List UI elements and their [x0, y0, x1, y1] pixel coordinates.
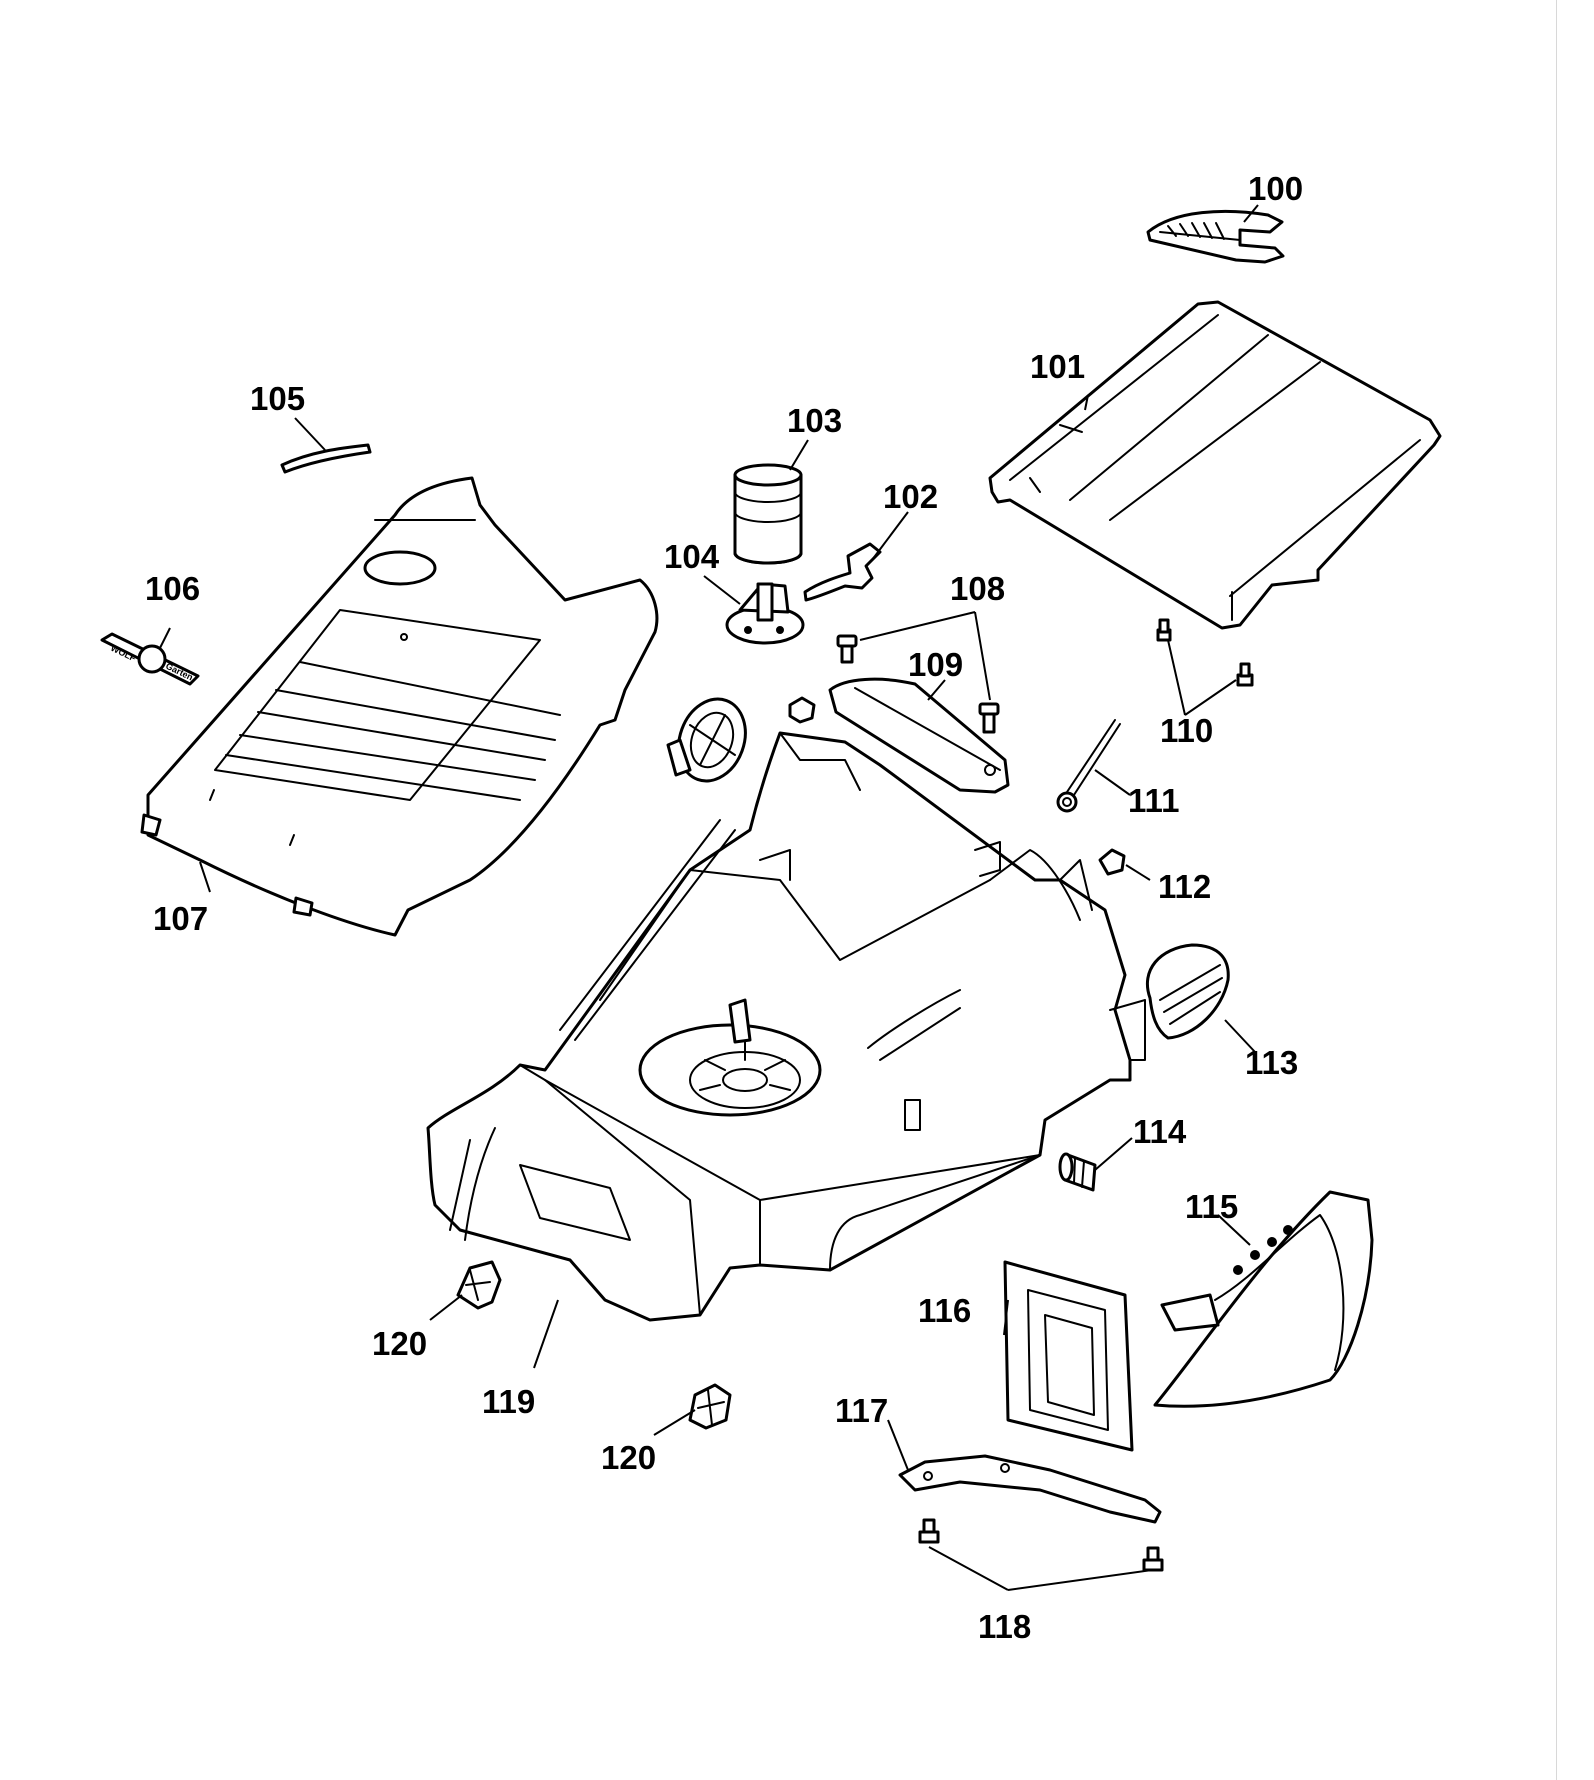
part-102-lever: [803, 542, 882, 602]
label-part-118: 118: [978, 1608, 1031, 1645]
label-part-112: 112: [1158, 868, 1211, 905]
label-part-117: 117: [835, 1392, 888, 1429]
part-115-deflector: [1153, 1190, 1374, 1408]
part-110-screw-a: [1156, 618, 1172, 642]
label-part-103: 103: [787, 402, 842, 439]
label-part-114: 114: [1133, 1113, 1187, 1150]
part-104-hub: [725, 582, 805, 645]
part-118-screw-b: [1142, 1546, 1164, 1572]
label-part-120-b: 120: [601, 1439, 656, 1476]
part-square-nut: [788, 696, 816, 724]
part-111-spring: [1056, 719, 1121, 813]
part-labels: 100 101 102 103 104 105 106 107 108 109 …: [145, 170, 1303, 1645]
label-part-105: 105: [250, 380, 305, 417]
label-part-101: 101: [1030, 348, 1085, 385]
part-hub-disc: [666, 697, 747, 783]
part-112-nut: [1098, 848, 1126, 876]
part-101-lid: [988, 300, 1442, 630]
part-117-arm: [898, 1454, 1162, 1524]
label-part-108: 108: [950, 570, 1005, 607]
part-110-screw-b: [1236, 662, 1254, 687]
label-part-102: 102: [883, 478, 938, 515]
part-106-logo-plate: WOLF Garten: [100, 632, 200, 686]
part-116-flap-plate: [1003, 1260, 1134, 1452]
label-part-119: 119: [482, 1383, 535, 1420]
leader-lines: [159, 204, 1259, 1591]
part-107-cover: [140, 476, 659, 937]
label-part-109: 109: [908, 646, 963, 683]
label-part-100: 100: [1248, 170, 1303, 207]
label-part-113: 113: [1245, 1044, 1298, 1081]
part-118-screw-a: [918, 1518, 940, 1544]
page-scrollbar-edge: [1556, 0, 1557, 1780]
label-part-111: 111: [1128, 782, 1179, 819]
part-109-rack: [828, 677, 1010, 794]
part-100-grip: [1146, 209, 1285, 264]
part-105-strip: [280, 443, 372, 474]
part-120-clip-a: [456, 1260, 502, 1310]
part-120-clip-b: [688, 1383, 732, 1430]
label-part-120-a: 120: [372, 1325, 427, 1362]
part-113-cap: [1145, 943, 1230, 1040]
label-part-115: 115: [1185, 1188, 1238, 1225]
label-part-107: 107: [153, 900, 208, 937]
part-108-screw-a: [836, 634, 858, 664]
part-108-screw-b: [978, 702, 1000, 734]
label-part-106: 106: [145, 570, 200, 607]
label-part-110: 110: [1160, 712, 1213, 749]
label-part-104: 104: [664, 538, 720, 575]
part-103-cylinder: [733, 463, 803, 565]
part-119-deck: [426, 731, 1146, 1322]
part-114-bushing: [1058, 1152, 1097, 1192]
label-part-116: 116: [918, 1292, 971, 1329]
